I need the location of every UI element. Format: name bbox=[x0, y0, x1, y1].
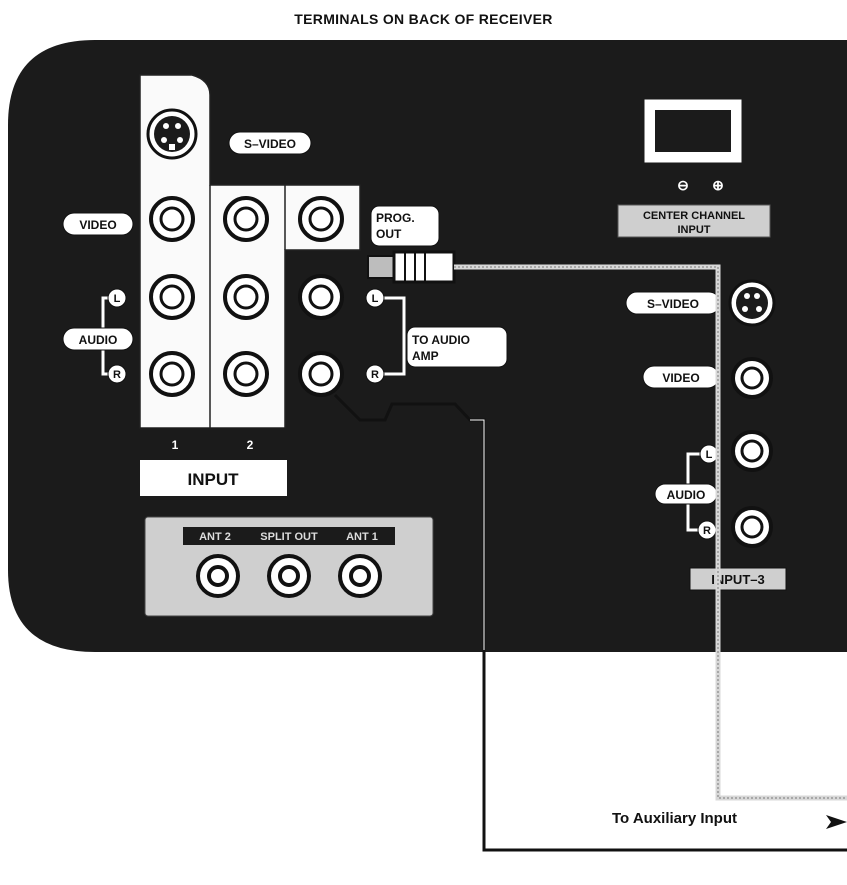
antenna-jacks bbox=[196, 554, 382, 598]
arrow-right-icon bbox=[826, 815, 847, 829]
s-video-jack-right bbox=[728, 279, 776, 327]
prog-out-label-1: PROG. bbox=[376, 211, 415, 225]
audio-l-label: L bbox=[114, 293, 121, 305]
plus-terminal: ⊕ bbox=[712, 177, 724, 193]
video-right-label: VIDEO bbox=[662, 371, 699, 385]
input-label-box bbox=[140, 460, 287, 496]
amp-r-label: R bbox=[371, 369, 379, 381]
label-pills bbox=[62, 131, 787, 591]
input-label: INPUT bbox=[188, 470, 240, 489]
rca-jacks-input3 bbox=[731, 357, 773, 548]
center-channel-label-1: CENTER CHANNEL bbox=[643, 210, 745, 222]
rca-plug bbox=[367, 250, 456, 284]
amp-l-label: L bbox=[372, 293, 379, 305]
auxiliary-input-caption: To Auxiliary Input bbox=[612, 810, 738, 827]
input3-label: INPUT–3 bbox=[711, 572, 764, 587]
black-cable-inner bbox=[470, 419, 485, 650]
ant1-label: ANT 1 bbox=[346, 531, 378, 543]
s-video-label: S–VIDEO bbox=[244, 137, 296, 151]
center-channel-label-2: INPUT bbox=[678, 224, 711, 236]
to-audio-amp-label-1: TO AUDIO bbox=[412, 333, 470, 347]
diagram-title: TERMINALS ON BACK OF RECEIVER bbox=[294, 11, 553, 27]
r-right-label: R bbox=[703, 525, 711, 537]
center-channel-terminal bbox=[617, 99, 771, 238]
audio-label: AUDIO bbox=[79, 333, 118, 347]
prog-out-label-2: OUT bbox=[376, 227, 402, 241]
ant2-label: ANT 2 bbox=[199, 531, 231, 543]
l-right-label: L bbox=[706, 449, 713, 461]
audio-r-label: R bbox=[113, 369, 121, 381]
input-num-1: 1 bbox=[172, 438, 179, 452]
black-cable bbox=[333, 393, 847, 852]
input-num-2: 2 bbox=[247, 438, 254, 452]
audio-right-label: AUDIO bbox=[667, 488, 706, 502]
video-label: VIDEO bbox=[79, 218, 116, 232]
s-video-jack bbox=[146, 108, 198, 160]
rca-jacks-input-panel bbox=[149, 196, 344, 397]
white-cable-outline bbox=[454, 266, 847, 799]
audio-bracket-amp bbox=[384, 296, 406, 376]
s-video-right-label: S–VIDEO bbox=[647, 297, 699, 311]
split-out-label: SPLIT OUT bbox=[260, 531, 318, 543]
to-audio-amp-label-2: AMP bbox=[412, 349, 439, 363]
minus-terminal: ⊖ bbox=[677, 177, 689, 193]
